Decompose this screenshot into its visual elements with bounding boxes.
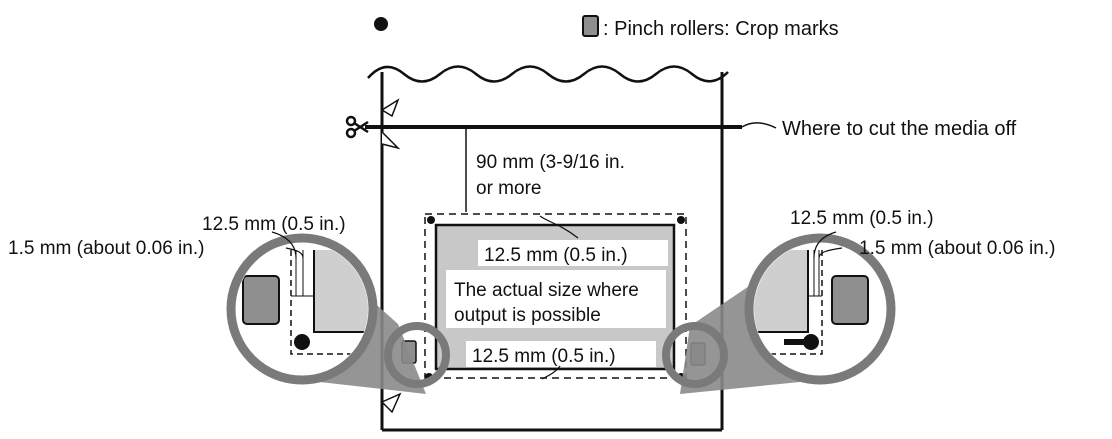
left-detail-margin-label: 12.5 mm (0.5 in.)	[202, 214, 346, 235]
inner-bottom-leader	[541, 365, 561, 380]
right-detail-crop-mark-bar	[784, 339, 804, 345]
output-area-group: 12.5 mm (0.5 in.) The actual size where …	[401, 213, 706, 381]
left-detail-offset-label: 1.5 mm (about 0.06 in.)	[8, 238, 204, 259]
right-detail-offset-label: 1.5 mm (about 0.06 in.)	[859, 238, 1055, 259]
output-area-label-line1: The actual size where	[454, 280, 639, 301]
left-detail-crop-boundary	[290, 250, 368, 355]
cut-line-group: Where to cut the media off	[345, 115, 1017, 140]
output-area-label-line2: output is possible	[454, 305, 601, 326]
top-margin-label-line2: or more	[476, 178, 541, 199]
crop-mark-icon	[374, 17, 388, 31]
right-detail-margin-leader	[813, 231, 837, 259]
inner-bottom-margin-label: 12.5 mm (0.5 in.)	[472, 346, 616, 367]
left-detail-output-area	[314, 250, 368, 332]
crop-mark-boundary	[424, 213, 687, 379]
media-torn-edge	[367, 65, 729, 83]
inner-bottom-label-bg	[466, 341, 656, 367]
right-detail: 12.5 mm (0.5 in.) 1.5 mm (about 0.06 in.…	[662, 208, 1055, 394]
inner-top-label-bg	[478, 240, 668, 266]
right-detail-output-area	[754, 250, 808, 332]
pinch-roller-icon	[582, 15, 599, 37]
right-detail-crop-mark	[803, 334, 819, 350]
inner-top-leader	[539, 215, 579, 239]
right-detail-pinch-roller	[831, 275, 869, 325]
right-detail-offset-leader	[818, 247, 843, 259]
left-detail-output-edge	[313, 250, 368, 333]
legend: : Pinch rollers: Crop marks	[374, 15, 839, 40]
left-detail-crop-mark	[294, 334, 310, 350]
inner-top-margin-label: 12.5 mm (0.5 in.)	[484, 245, 628, 266]
left-detail-offset-leader	[285, 247, 304, 259]
left-detail-margin-leader	[271, 231, 297, 259]
crop-mark	[677, 216, 685, 224]
legend-text: : Pinch rollers: Crop marks	[603, 18, 839, 40]
left-zoom-source-ring	[384, 322, 450, 388]
scissors-icon	[345, 115, 369, 139]
edge-notch-mid	[381, 131, 401, 150]
edge-notch-bottom	[380, 392, 402, 414]
top-margin-label-line1: 90 mm (3-9/16 in.	[476, 152, 625, 173]
crop-mark	[427, 216, 435, 224]
output-area-text-bg	[446, 270, 666, 328]
left-detail: 12.5 mm (0.5 in.) 1.5 mm (about 0.06 in.…	[8, 214, 450, 394]
top-margin-dimension: 90 mm (3-9/16 in. or more	[465, 129, 625, 212]
right-detail-crop-boundary	[754, 250, 823, 355]
right-detail-margin-label: 12.5 mm (0.5 in.)	[790, 208, 934, 229]
cut-line-leader	[741, 122, 777, 129]
edge-notch-top	[380, 98, 400, 118]
left-detail-pinch-roller	[242, 275, 280, 325]
right-zoom-source-ring	[662, 322, 728, 388]
right-detail-output-edge	[754, 250, 809, 333]
cut-line-label: Where to cut the media off	[782, 118, 1017, 140]
